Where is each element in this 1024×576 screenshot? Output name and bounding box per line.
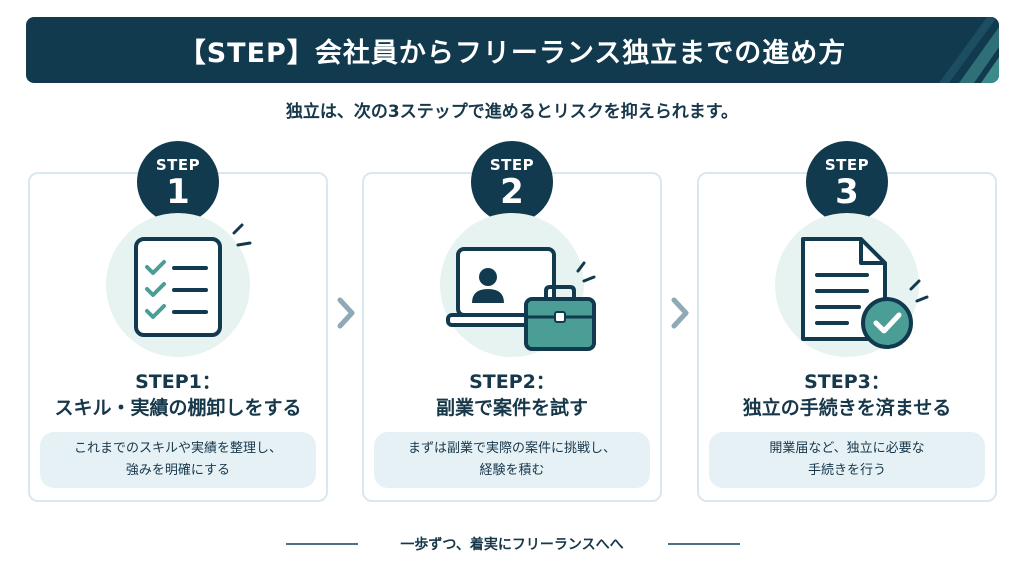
step-title-line: STEP2：	[469, 371, 555, 393]
description-line: 開業届など、独立に必要な	[769, 441, 925, 456]
badge-number: 1	[166, 172, 190, 212]
chevron-right-icon	[671, 297, 689, 329]
badge-number: 2	[500, 172, 524, 212]
step-title-line: STEP1：	[135, 371, 221, 393]
badge-label: STEP	[824, 156, 870, 174]
badge-number: 3	[835, 172, 859, 212]
checklist-icon	[106, 213, 252, 357]
badge-label: STEP	[489, 156, 535, 174]
footer-divider-right	[668, 543, 740, 545]
footer-divider-left	[286, 543, 358, 545]
step-title-2: STEP2： 副業で案件を試す	[362, 369, 662, 421]
step-title-line: スキル・実績の棚卸しをする	[54, 397, 302, 419]
description-line: 経験を積む	[479, 463, 545, 478]
step-description-3: 開業届など、独立に必要な 手続きを行う	[709, 432, 985, 488]
chevron-right-icon	[337, 297, 355, 329]
step-badge-3: STEP 3	[806, 141, 888, 223]
description-line: これまでのスキルや実績を整理し、	[73, 441, 282, 456]
footer-tagline: 一歩ずつ、着実にフリーランスへへ	[400, 537, 624, 553]
page-title: 【STEP】会社員からフリーランス独立までの進め方	[178, 37, 847, 69]
banner-stripes-decoration	[939, 17, 999, 83]
step-description-2: まずは副業で実際の案件に挑戦し、 経験を積む	[374, 432, 650, 488]
description-line: 強みを明確にする	[125, 463, 231, 478]
step-badge-2: STEP 2	[471, 141, 553, 223]
step-title-1: STEP1： スキル・実績の棚卸しをする	[28, 369, 328, 421]
step-title-3: STEP3： 独立の手続きを済ませる	[697, 369, 997, 421]
step-badge-1: STEP 1	[137, 141, 219, 223]
step-title-line: 副業で案件を試す	[435, 397, 588, 419]
step-description-1: これまでのスキルや実績を整理し、 強みを明確にする	[40, 432, 316, 488]
description-line: まずは副業で実際の案件に挑戦し、	[407, 441, 616, 456]
laptop-briefcase-icon	[440, 213, 596, 357]
badge-label: STEP	[155, 156, 201, 174]
subtitle: 独立は、次の3ステップで進めるとリスクを抑えられます。	[285, 102, 739, 122]
step-title-line: 独立の手続きを済ませる	[742, 397, 952, 419]
step-title-line: STEP3：	[804, 371, 890, 393]
document-check-icon	[775, 213, 929, 357]
header-banner: 【STEP】会社員からフリーランス独立までの進め方	[26, 17, 999, 83]
description-line: 手続きを行う	[807, 463, 886, 478]
